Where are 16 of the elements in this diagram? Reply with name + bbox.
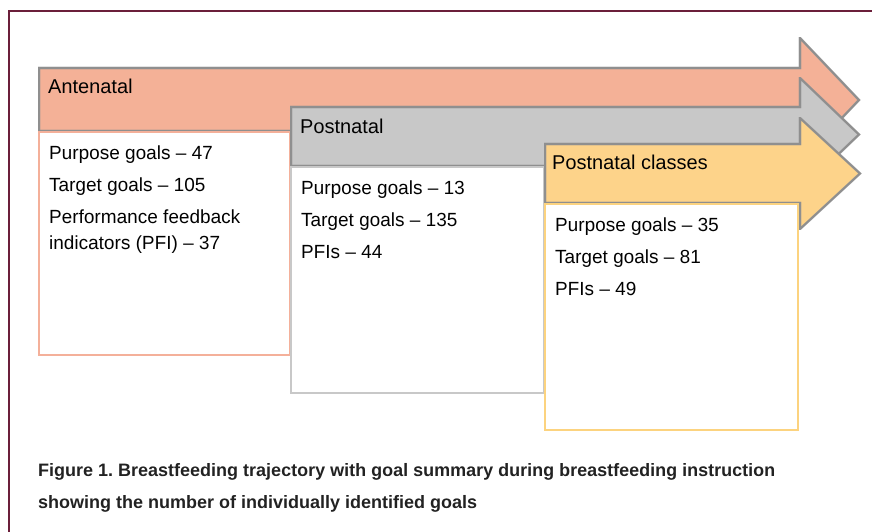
stage-heading: Postnatal classes (552, 151, 708, 175)
goal-count: Purpose goals – 47 (49, 142, 214, 166)
goal-count: Purpose goals – 35 (555, 214, 720, 238)
goal-count: Target goals – 105 (49, 174, 206, 198)
figure-caption: Figure 1. Breastfeeding trajectory with goal summary during breastfeeding instruction showing the number of individually identified goals (38, 459, 776, 514)
goal-count: Purpose goals – 13 (301, 177, 466, 201)
goal-box (544, 203, 799, 431)
goal-box (290, 166, 545, 394)
goal-count: Performance feedback indicators (PFI) – 37 (49, 206, 242, 256)
stage-heading: Postnatal (300, 115, 384, 139)
goal-box (38, 131, 291, 356)
goal-count: PFIs – 49 (555, 278, 638, 302)
goal-count: PFIs – 44 (301, 241, 384, 265)
goal-count: Target goals – 81 (555, 246, 702, 270)
stage-heading: Antenatal (48, 75, 133, 99)
goal-count: Target goals – 135 (301, 209, 458, 233)
